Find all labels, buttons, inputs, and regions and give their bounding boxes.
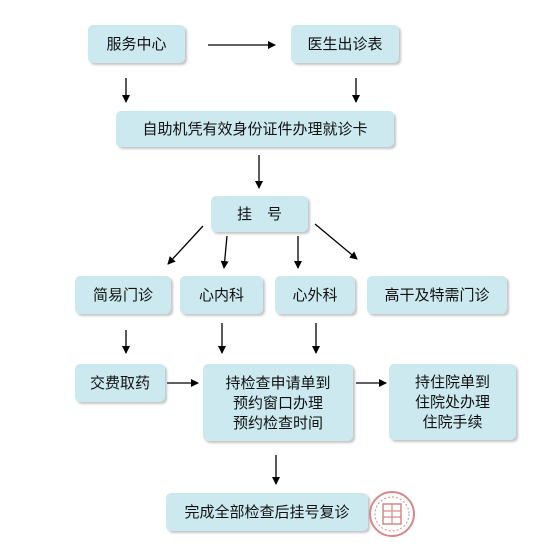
hospital-seal-icon: [369, 491, 415, 537]
node-exam-appointment: 持检查申请单到 预约窗口办理 预约检查时间: [203, 364, 353, 441]
arrow-registration-to-vip: [314, 223, 358, 260]
arrow-registration-to-simple: [167, 225, 204, 265]
node-cardiology: 心内科: [180, 276, 263, 314]
node-cardiac-surgery: 心外科: [275, 276, 355, 314]
node-service-center: 服务中心: [88, 25, 185, 63]
node-payment-pharmacy: 交费取药: [75, 364, 165, 402]
arrow-registration-to-cardiology: [220, 235, 229, 269]
node-admission: 持住院单到 住院处办理 住院手续: [389, 364, 516, 440]
node-vip-clinic: 高干及特需门诊: [367, 276, 507, 314]
node-registration: 挂 号: [211, 196, 308, 232]
node-doctor-schedule: 医生出诊表: [291, 25, 399, 63]
node-simple-clinic: 简易门诊: [75, 276, 171, 314]
node-self-service-card: 自助机凭有效身份证件办理就诊卡: [116, 111, 394, 147]
node-revisit: 完成全部检查后挂号复诊: [166, 493, 368, 531]
